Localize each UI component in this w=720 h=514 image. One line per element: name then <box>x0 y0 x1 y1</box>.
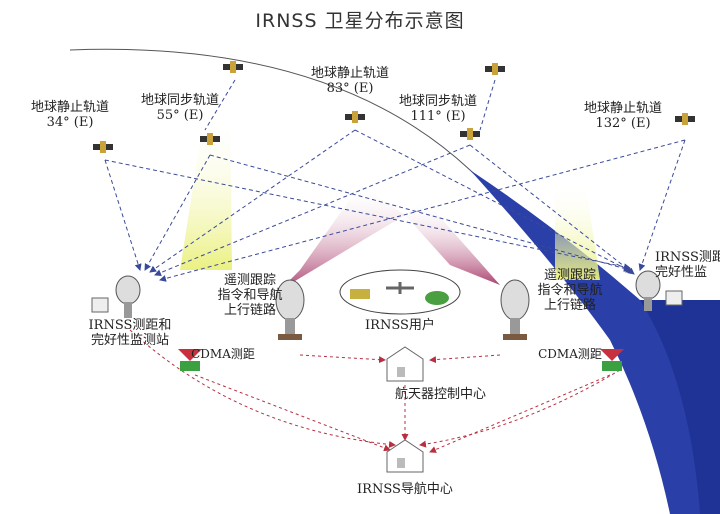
dish-right-monitor-icon <box>635 270 683 311</box>
satellite-34e-icon <box>93 141 113 153</box>
beam-left <box>180 110 232 270</box>
satellite-83e-icon <box>345 111 365 123</box>
ground-link <box>429 374 611 453</box>
link <box>104 159 631 271</box>
right-monitor-label: IRNSS测距完好性监 <box>655 250 720 280</box>
airplane-icon <box>386 282 414 294</box>
link <box>204 79 236 131</box>
left-monitor-label: IRNSS测距和完好性监测站 <box>88 318 172 348</box>
link <box>638 139 686 271</box>
nav-center-label: IRNSS导航中心 <box>357 482 453 497</box>
earth-limb <box>470 170 720 514</box>
uplink-left-label: 遥测跟踪指令和导航上行链路 <box>217 273 283 318</box>
ground-link <box>194 374 391 452</box>
users-label: IRNSS用户 <box>365 318 435 333</box>
spacecraft-control-building-icon <box>386 346 424 382</box>
link <box>209 154 631 272</box>
dish-uplink-right-icon <box>500 279 530 340</box>
earth-limb-inner <box>640 300 720 514</box>
beam-magenta-left <box>280 185 405 290</box>
ground-link <box>129 329 396 448</box>
ground-link <box>419 369 621 448</box>
uplink-right-label: 遥测跟踪指令和导航上行链路 <box>537 268 603 313</box>
satellite-55e-icon <box>200 133 220 145</box>
satellite-132e-icon <box>675 113 695 125</box>
ground-link <box>429 354 501 364</box>
cdma-left-label: CDMA测距 <box>191 347 255 361</box>
cdma-right-label: CDMA测距 <box>538 347 602 361</box>
satellite-top-right-icon <box>485 63 505 75</box>
ground-link <box>299 354 386 364</box>
dish-left-monitor-icon <box>91 275 141 318</box>
diagram-title: IRNSS 卫星分布示意图 <box>255 10 465 32</box>
dish-uplink-left-icon <box>275 279 305 340</box>
nav-center-building-icon <box>386 439 424 473</box>
link <box>104 159 142 271</box>
satellite-top-left-icon <box>223 61 243 73</box>
link <box>154 144 471 276</box>
link <box>479 79 496 131</box>
truck-icon <box>350 289 370 299</box>
beam-magenta-right <box>405 200 500 285</box>
car-icon <box>425 291 449 305</box>
link <box>354 129 633 273</box>
link <box>144 154 211 271</box>
satellite-111e-icon <box>460 128 480 140</box>
cdma-right-icon <box>600 349 624 371</box>
spacecraft-control-label: 航天器控制中心 <box>395 387 487 402</box>
cdma-left-icon <box>178 349 202 371</box>
beam-right <box>555 180 600 280</box>
